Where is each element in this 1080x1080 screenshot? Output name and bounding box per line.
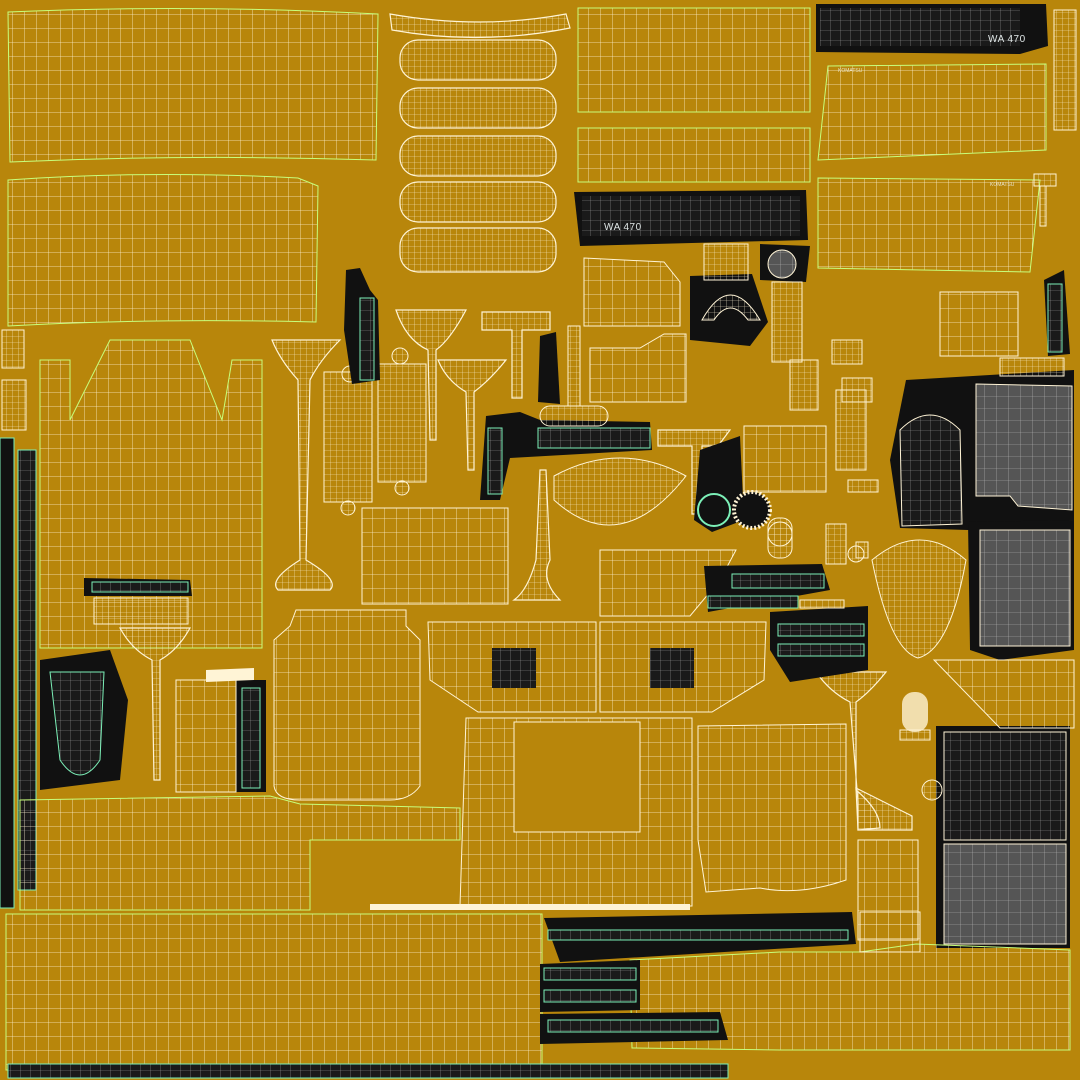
uv-island-hood-panels [427,621,767,713]
uv-island-jar-panel [273,609,421,801]
uv-island-seat-dark [871,370,1074,660]
uv-island-right-top-panels [817,9,1077,273]
uv-island-centre-panels [361,257,1019,617]
uv-island-dark-bars [704,564,868,682]
model-label-top: WA 470 [988,34,1026,45]
uv-island-model-plate-top [816,4,1048,54]
uv-island-ribbed-stack [389,13,571,273]
small-text-1: KOMATSU [838,68,863,74]
uv-island-bottom-right-panel [857,659,1075,948]
uv-island-bottle-panel [39,339,263,649]
uv-island-bottom-left [5,679,543,1071]
uv-island-bottom-strips [7,904,1071,1079]
uv-island-left-bottom-dark [40,578,266,792]
uv-island-small-parts [767,173,1065,741]
uv-island-left-strips [0,329,37,909]
uv-island-cylinder-stack [703,243,879,565]
uv-island-model-plate-mid [574,190,808,246]
uv-island-t-shapes [118,309,913,831]
uv-island-ribbed-blocks [323,347,427,516]
uv-island-top-middle-panels [577,7,811,183]
uv-island-rings [690,244,810,532]
small-text-2: KOMATSU [990,182,1015,188]
uv-island-dark-slivers [344,268,1070,500]
uv-island-u-frame [459,717,847,907]
uv-island-top-left-panel [7,7,379,327]
model-label-mid: WA 470 [604,222,642,233]
